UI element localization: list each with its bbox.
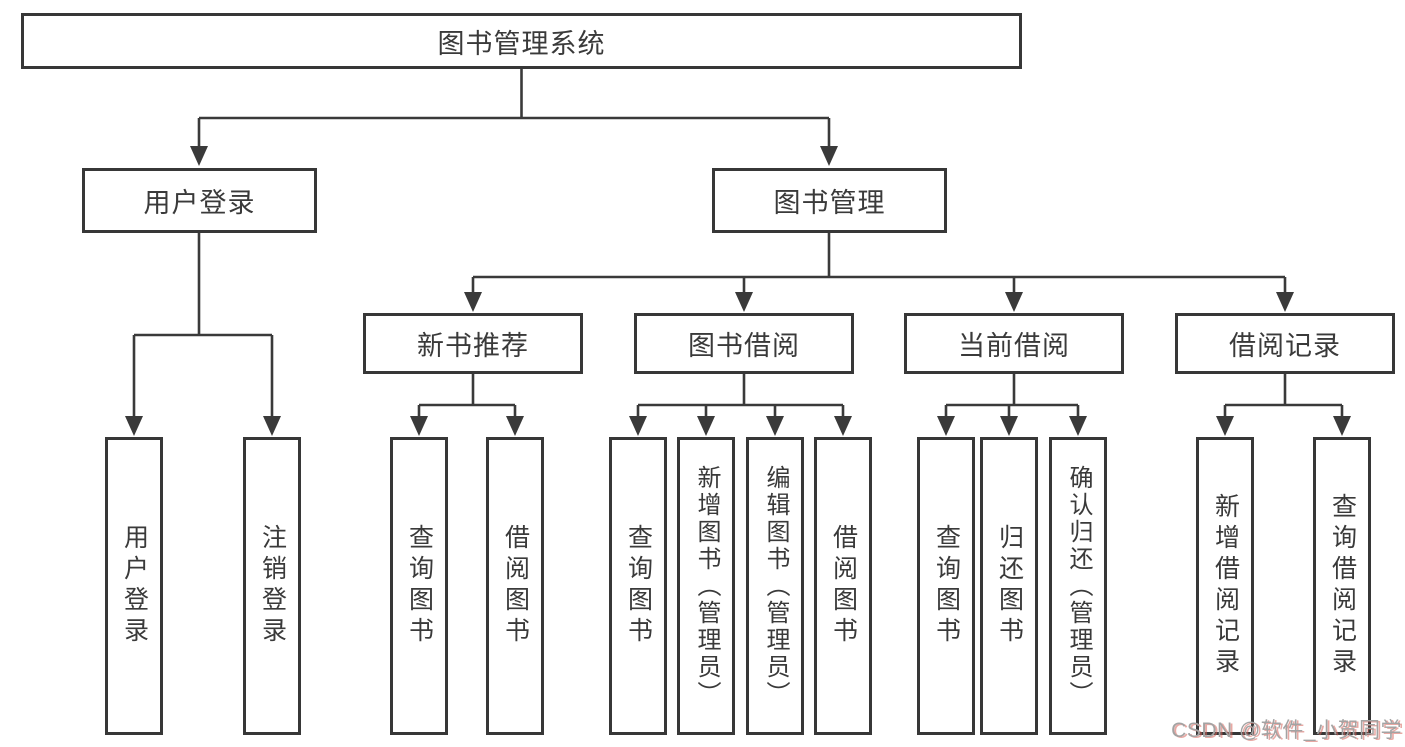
- leaf-user-login: 用户登录: [105, 437, 163, 735]
- leaf-query-book-borrow: 查询图书: [609, 437, 667, 735]
- leaf-confirm-return-admin: 确认归还（管理员）: [1049, 437, 1107, 735]
- csdn-watermark: CSDN @软件_小贺同学: [1171, 719, 1402, 742]
- leaf-borrow-book: 借阅图书: [814, 437, 872, 735]
- leaf-edit-book-admin: 编辑图书（管理员）: [746, 437, 804, 735]
- group-borrow-record: 借阅记录: [1175, 313, 1395, 374]
- leaf-logout: 注销登录: [243, 437, 301, 735]
- group-new-book-recommend: 新书推荐: [363, 313, 583, 374]
- group-current-borrow: 当前借阅: [904, 313, 1124, 374]
- leaf-query-book-current: 查询图书: [917, 437, 975, 735]
- leaf-query-borrow-record: 查询借阅记录: [1313, 437, 1371, 735]
- branch-user-login: 用户登录: [82, 168, 317, 233]
- leaf-query-book-recommend: 查询图书: [390, 437, 448, 735]
- leaf-return-book: 归还图书: [980, 437, 1038, 735]
- leaf-add-borrow-record: 新增借阅记录: [1196, 437, 1254, 735]
- branch-book-management: 图书管理: [712, 168, 947, 233]
- leaf-add-book-admin: 新增图书（管理员）: [677, 437, 735, 735]
- arrowhead-group: [125, 146, 1351, 436]
- leaf-borrow-book-recommend: 借阅图书: [486, 437, 544, 735]
- group-book-borrow: 图书借阅: [634, 313, 854, 374]
- node-root: 图书管理系统: [21, 13, 1022, 69]
